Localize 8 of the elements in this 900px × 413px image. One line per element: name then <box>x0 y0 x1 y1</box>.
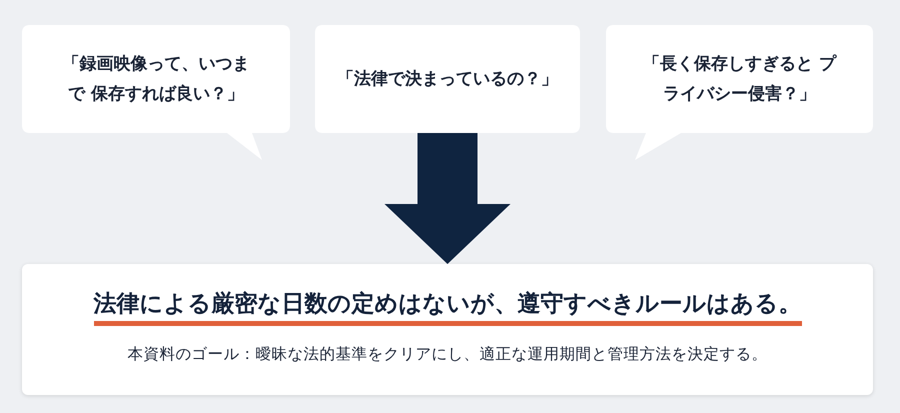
bubble-text: 「法律で決まっているの？」 <box>337 68 558 91</box>
bubble-text: 「録画映像って、いつまで 保存すれば良い？」 <box>62 53 250 106</box>
goal-text: 本資料のゴール：曖昧な法的基準をクリアにし、適正な運用期間と管理方法を決定する。 <box>128 345 768 363</box>
headline-text: 法律による厳密な日数の定めはないが、遵守すべきルールはある。 <box>94 288 802 326</box>
speech-bubble <box>315 25 580 133</box>
conclusion-box <box>22 264 873 395</box>
block-arrow <box>384 133 510 264</box>
bubble-text: 「長く保存しすぎると プライバシー侵害？」 <box>642 53 838 106</box>
